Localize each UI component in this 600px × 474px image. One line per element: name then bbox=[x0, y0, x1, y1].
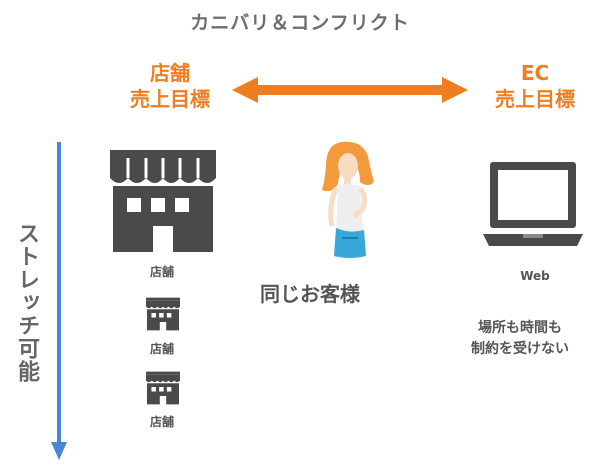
store-label: 店舗 bbox=[149, 265, 174, 279]
store-icon bbox=[110, 150, 216, 252]
ec-note-line2: 制約を受けない bbox=[471, 341, 569, 357]
ec-sales-target-line1: EC bbox=[520, 61, 550, 85]
store-sales-target: 店舗 売上目標 bbox=[110, 60, 230, 112]
ec-sales-target: EC 売上目標 bbox=[470, 60, 600, 112]
stretch-possible-label: ストレッチ可能 bbox=[14, 222, 39, 383]
web-label: Web bbox=[520, 269, 550, 283]
ec-no-constraints-note: 場所も時間も 制約を受けない bbox=[455, 318, 585, 360]
store-icon bbox=[146, 371, 180, 405]
store-sales-target-line1: 店舗 bbox=[150, 61, 190, 85]
woman-customer-icon bbox=[322, 141, 374, 258]
store-label: 店舗 bbox=[149, 342, 174, 356]
same-customer-label: 同じお客様 bbox=[260, 282, 360, 306]
ec-note-line1: 場所も時間も bbox=[478, 320, 562, 336]
double-headed-arrow-icon bbox=[232, 77, 468, 103]
ec-sales-target-line2: 売上目標 bbox=[495, 87, 575, 111]
laptop-icon bbox=[483, 162, 583, 246]
store-sales-target-line2: 売上目標 bbox=[130, 87, 210, 111]
down-arrow-icon bbox=[51, 142, 67, 460]
diagram-title: カニバリ＆コンフリクト bbox=[190, 12, 410, 34]
store-icon bbox=[146, 297, 180, 331]
store-label: 店舗 bbox=[149, 415, 174, 429]
